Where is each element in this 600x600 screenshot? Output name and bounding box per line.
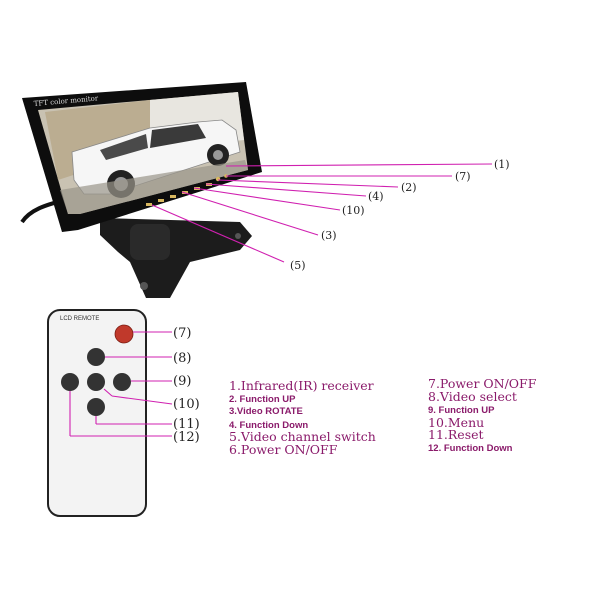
remote-left-button (61, 373, 79, 391)
monitor-callout-10: (10) (342, 204, 365, 217)
remote-up-button (87, 348, 105, 366)
remote-callout-9: (9) (173, 374, 191, 389)
monitor-illustration: TFT color monitor (20, 82, 262, 298)
remote-callout-7: (7) (173, 326, 191, 341)
remote-callout-8: (8) (173, 351, 191, 366)
monitor-stand (100, 218, 252, 298)
monitor-callout-2: (2) (401, 181, 417, 194)
legend-item-12: 12. Function Down (428, 443, 513, 454)
remote-illustration: LCD REMOTE (47, 309, 147, 517)
monitor-callout-1: (1) (494, 158, 510, 171)
remote-callout-10: (10) (173, 397, 200, 412)
legend-item-1: 1.Infrared(IR) receiver (229, 378, 374, 393)
remote-right-button (113, 373, 131, 391)
monitor-callout-4: (4) (368, 190, 384, 203)
remote-menu-button (87, 373, 105, 391)
remote-callout-12: (12) (173, 430, 200, 445)
remote-callout-11: (11) (173, 417, 200, 432)
legend-item-3: 3.Video ROTATE (229, 406, 303, 417)
legend-item-8: 8.Video select (428, 389, 517, 404)
legend-item-9: 9. Function UP (428, 405, 495, 416)
legend-item-4: 4. Function Down (229, 420, 309, 431)
legend-item-7: 7.Power ON/OFF (428, 376, 537, 391)
legend-item-5: 5.Video channel switch (229, 429, 376, 444)
monitor-leader-lines (151, 163, 493, 263)
monitor-callout-3: (3) (321, 229, 337, 242)
monitor-callout-5: (5) (290, 259, 306, 272)
legend-item-6: 6.Power ON/OFF (229, 442, 338, 457)
remote-leader-lines (69, 331, 173, 437)
remote-power-button (115, 325, 133, 343)
remote-down-button (87, 398, 105, 416)
legend-item-10: 10.Menu (428, 415, 485, 430)
remote-brand-text: LCD REMOTE (60, 316, 99, 322)
monitor-callout-7: (7) (455, 170, 471, 183)
legend-item-11: 11.Reset (428, 427, 484, 442)
car-image (60, 119, 248, 214)
legend-item-2: 2. Function UP (229, 394, 296, 405)
